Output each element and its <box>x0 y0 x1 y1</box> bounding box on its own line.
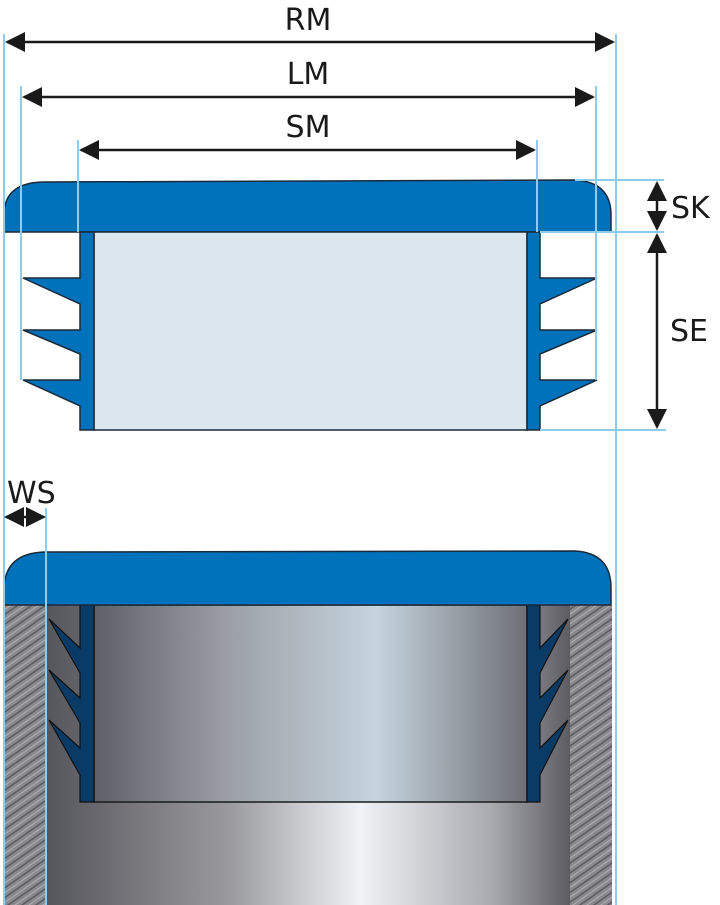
cap-head <box>3 179 612 233</box>
right-fins-compressed <box>526 604 569 803</box>
left-fins-compressed <box>48 604 95 803</box>
sm-label: SM <box>286 110 331 145</box>
right-fins <box>526 231 598 431</box>
left-fins <box>22 231 95 431</box>
inserted-cap-head <box>3 550 612 606</box>
inserted-insert-body <box>93 604 528 803</box>
sk-label: SK <box>671 191 711 226</box>
dimension-arrows <box>4 32 667 527</box>
plug-in-tube-view <box>3 550 612 905</box>
ws-label: WS <box>7 476 56 511</box>
guide-lines <box>3 34 666 905</box>
insert-body <box>93 231 528 431</box>
tube-wall-left <box>4 605 46 905</box>
rm-label: RM <box>285 3 332 38</box>
tube-wall-right <box>570 605 612 905</box>
plug-side-view <box>3 179 612 431</box>
lm-label: LM <box>287 57 330 92</box>
se-label: SE <box>670 314 708 349</box>
